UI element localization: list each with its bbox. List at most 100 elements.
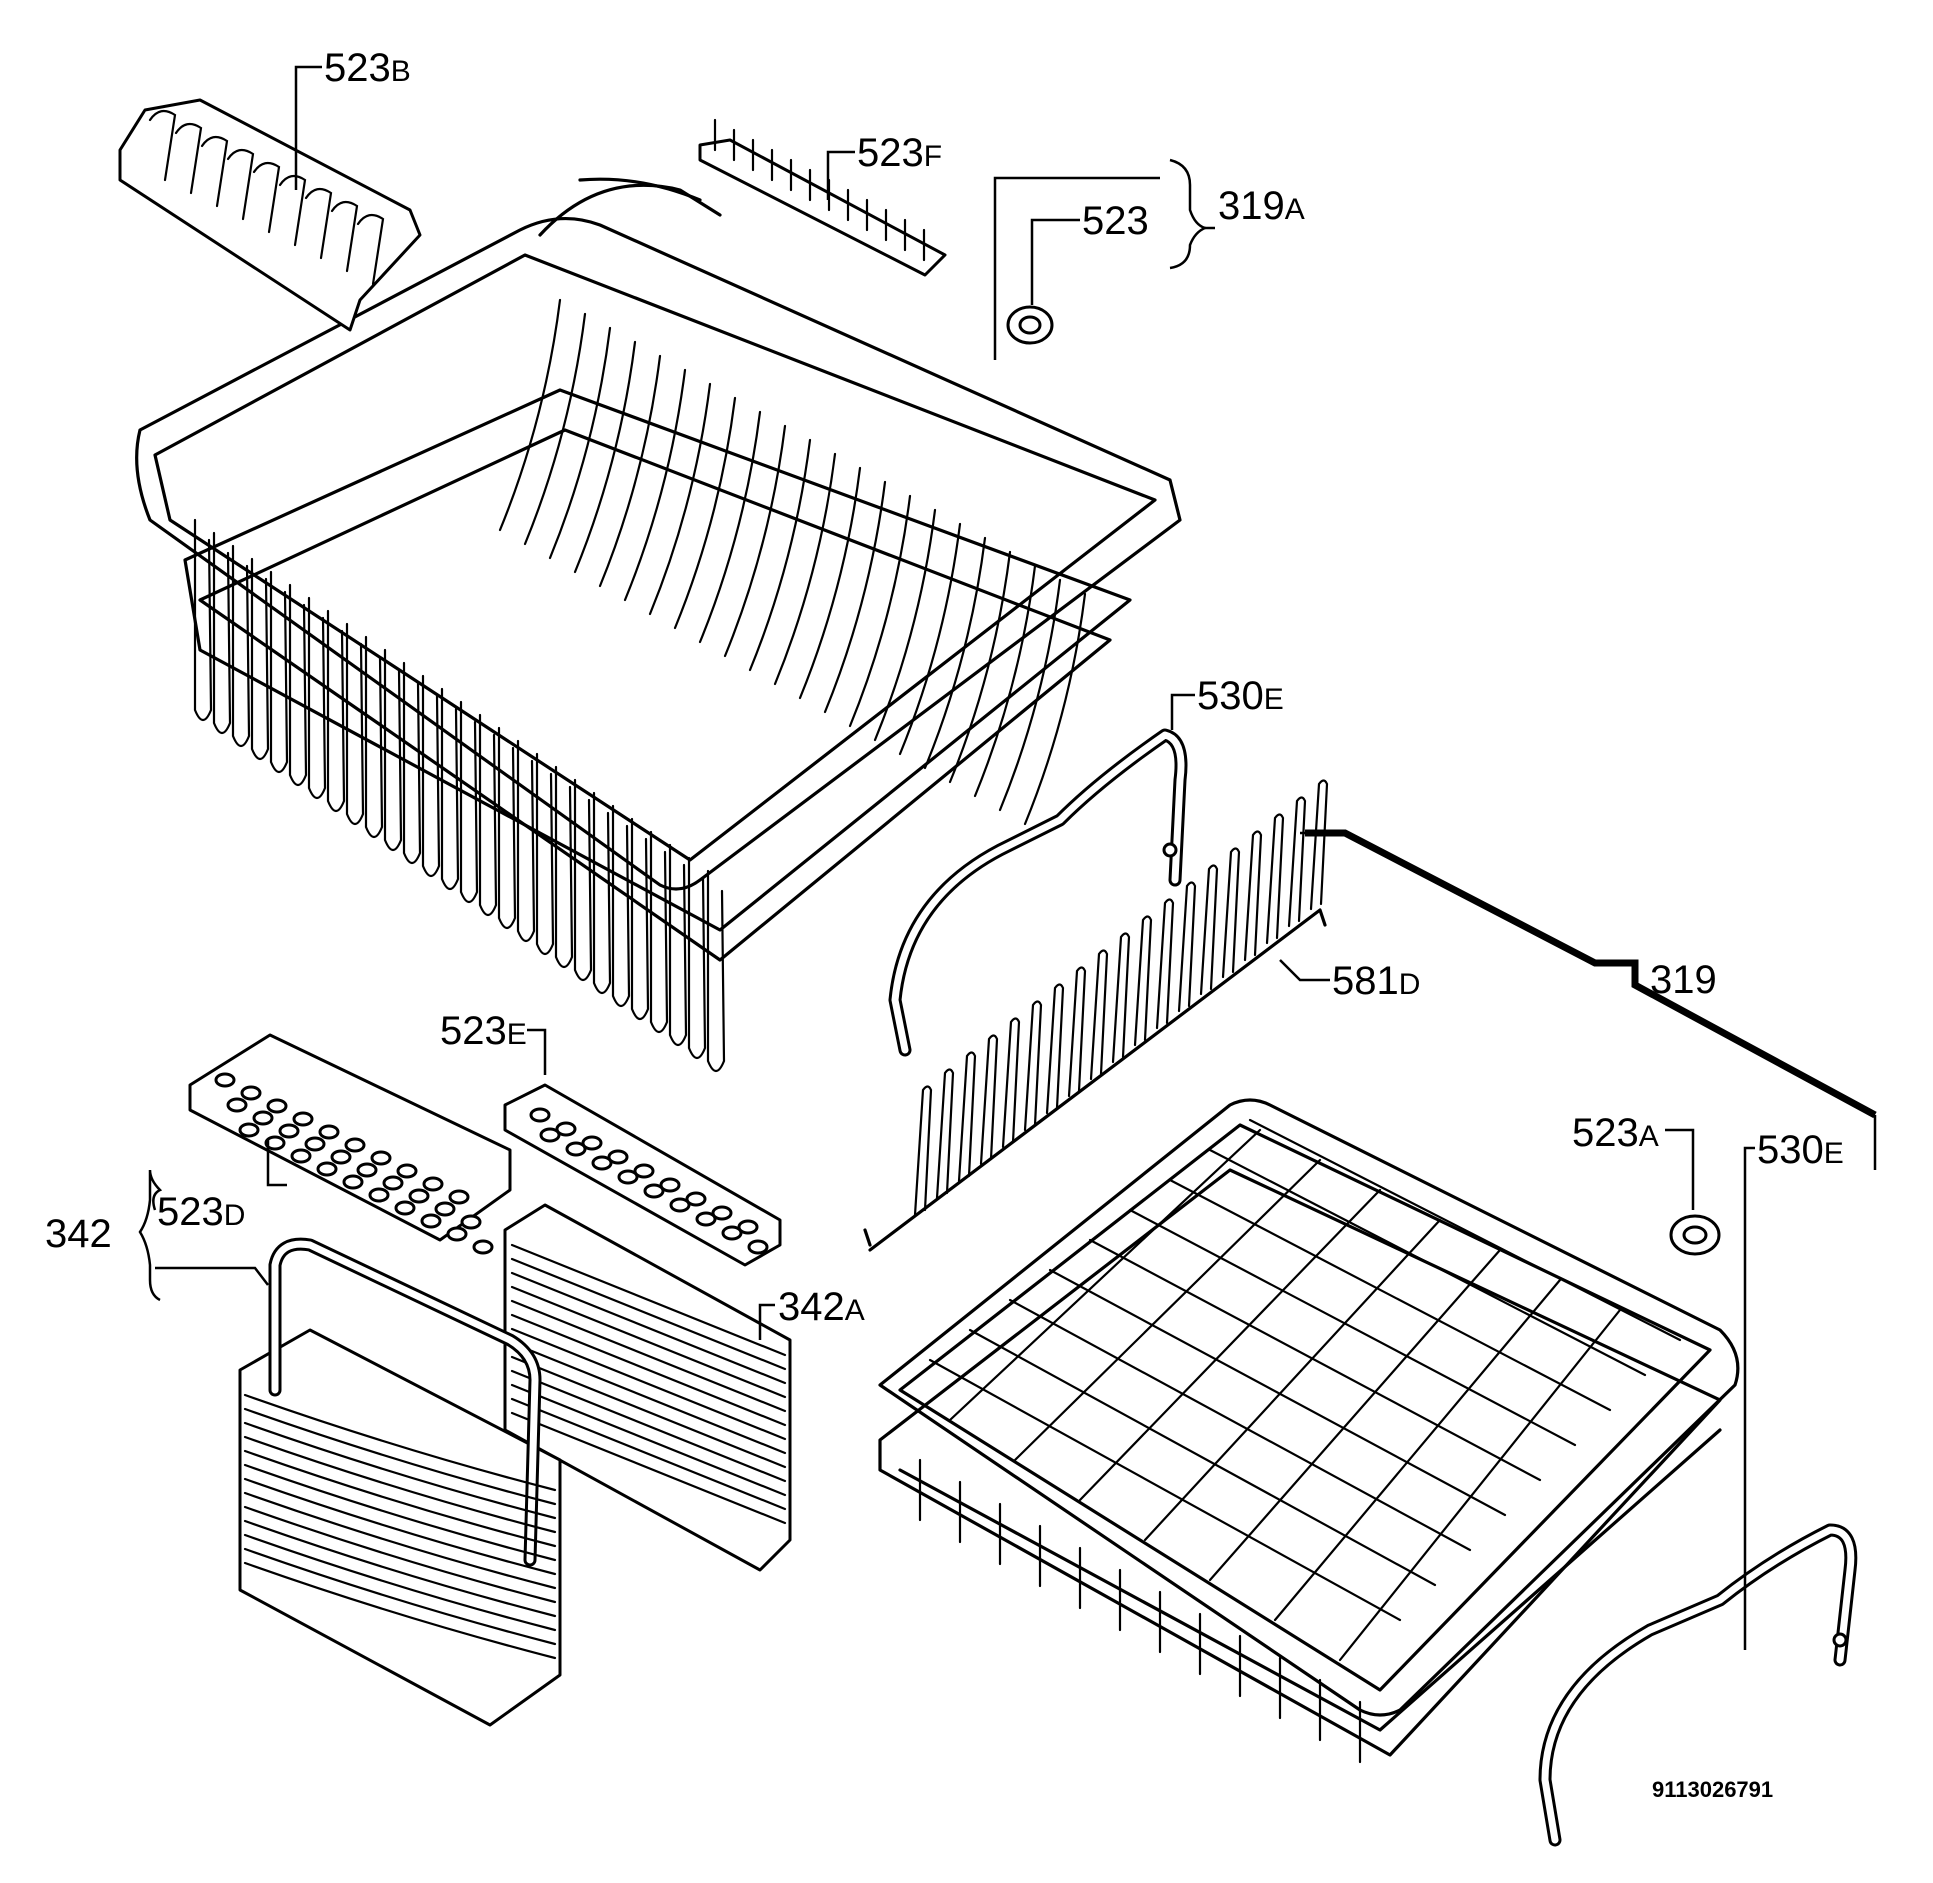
cup-rack-insert xyxy=(118,98,422,332)
basket-slat xyxy=(510,1271,787,1385)
basket-wire xyxy=(1128,1208,1577,1447)
basket-wire xyxy=(928,1358,1402,1622)
cover-hole xyxy=(659,1177,681,1193)
basket-slat xyxy=(510,1243,787,1357)
basket-slat xyxy=(243,1421,557,1520)
comb-insert xyxy=(698,118,947,277)
cover-hole xyxy=(422,1176,444,1192)
rack-slot xyxy=(356,213,385,286)
cover-hole xyxy=(529,1107,551,1123)
basket-wire xyxy=(269,570,289,774)
basket-wire xyxy=(478,713,498,917)
tine xyxy=(1133,915,1153,1047)
cover-hole xyxy=(292,1111,314,1127)
tine xyxy=(1177,881,1197,1013)
cover-hole xyxy=(396,1163,418,1179)
cover-hole xyxy=(669,1197,691,1213)
label-342: 342 xyxy=(45,1212,112,1256)
cover-hole xyxy=(238,1122,260,1138)
basket-wire xyxy=(307,596,327,800)
basket-slat xyxy=(510,1383,787,1497)
cover-hole xyxy=(617,1169,639,1185)
rack-slot xyxy=(200,135,229,208)
cover-hole xyxy=(633,1163,655,1179)
tine xyxy=(1023,1000,1043,1132)
basket-slat xyxy=(510,1369,787,1483)
cover-hole xyxy=(695,1211,717,1227)
tine xyxy=(935,1068,955,1200)
cover-hole xyxy=(446,1226,468,1242)
cover-hole xyxy=(264,1135,286,1151)
basket-slat xyxy=(510,1411,787,1525)
basket-wire xyxy=(459,700,479,904)
plate-tine xyxy=(848,494,912,728)
label-530e-bottom: 530E xyxy=(1757,1128,1844,1172)
rack-slot xyxy=(278,174,307,247)
cover-hole xyxy=(555,1121,577,1137)
plate-tine xyxy=(1023,592,1087,826)
basket-wire xyxy=(1273,1278,1562,1622)
label-523d: 523D xyxy=(157,1190,245,1234)
basket-wire xyxy=(421,674,441,878)
cover-hole xyxy=(318,1124,340,1140)
plate-tine xyxy=(948,550,1012,784)
basket-wire xyxy=(948,1128,1262,1422)
cover-hole xyxy=(737,1219,759,1235)
tine xyxy=(1199,864,1219,996)
plate-tine xyxy=(523,312,587,546)
basket-wire xyxy=(1208,1248,1502,1582)
basket-slat xyxy=(510,1355,787,1469)
cover-hole xyxy=(460,1214,482,1230)
plate-tine xyxy=(623,368,687,602)
plate-tine xyxy=(573,340,637,574)
basket-wire xyxy=(668,843,688,1047)
basket-slat xyxy=(510,1327,787,1441)
basket-wire xyxy=(554,765,574,969)
plate-tine xyxy=(998,578,1062,812)
basket-wire xyxy=(440,687,460,891)
upper-basket xyxy=(135,177,1182,1073)
cover-hole xyxy=(316,1161,338,1177)
label-523: 523 xyxy=(1082,199,1149,243)
basket-wire xyxy=(649,830,669,1034)
rack-slot xyxy=(304,187,333,260)
basket-slat xyxy=(510,1313,787,1427)
plate-tine xyxy=(748,438,812,672)
plate-tine xyxy=(923,536,987,770)
cover-hole xyxy=(240,1085,262,1101)
basket-wire xyxy=(212,531,232,735)
plate-tine xyxy=(648,382,712,616)
basket-slat xyxy=(510,1285,787,1399)
tine xyxy=(1067,966,1087,1098)
plate-tine xyxy=(773,452,837,686)
tine xyxy=(913,1085,933,1217)
basket-slat xyxy=(243,1463,557,1562)
basket-wire xyxy=(1338,1308,1622,1662)
tine xyxy=(1309,779,1329,911)
basket-slat xyxy=(243,1533,557,1632)
basket-slat xyxy=(243,1407,557,1506)
basket-wire xyxy=(250,557,270,761)
tine xyxy=(1089,949,1109,1081)
basket-wire xyxy=(402,661,422,865)
basket-wire xyxy=(1168,1178,1612,1412)
cutlery-cover-small xyxy=(503,1083,782,1267)
basket-slat xyxy=(243,1491,557,1590)
callout-labels: 523B 523F 319A 523 530E 581D 319 523E 34… xyxy=(45,46,1844,1802)
cover-hole xyxy=(581,1135,603,1151)
plate-tine xyxy=(548,326,612,560)
basket-wire xyxy=(1088,1238,1542,1482)
cover-hole xyxy=(370,1150,392,1166)
cover-hole xyxy=(342,1174,364,1190)
label-581d: 581D xyxy=(1332,959,1420,1003)
rack-slot xyxy=(174,122,203,195)
cover-hole xyxy=(434,1201,456,1217)
cover-hole xyxy=(721,1225,743,1241)
basket-wire xyxy=(592,791,612,995)
tine xyxy=(1155,898,1175,1030)
basket-slat xyxy=(243,1449,557,1548)
basket-wire xyxy=(193,518,213,722)
label-319: 319 xyxy=(1650,958,1717,1002)
cover-hole xyxy=(408,1188,430,1204)
